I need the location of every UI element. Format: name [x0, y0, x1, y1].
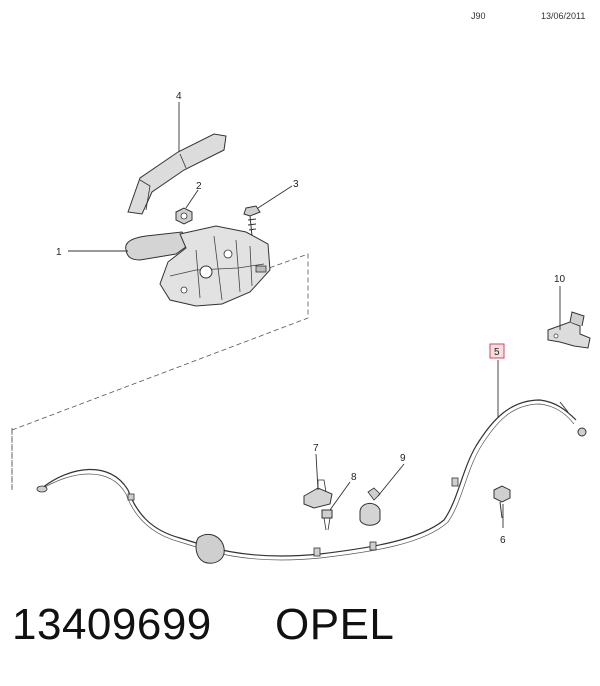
exploded-parts-diagram: 1 2 3 4 5 6 7 8 9 10 [11, 91, 591, 564]
screw-part [321, 509, 333, 531]
handbrake-lever-part [125, 225, 271, 307]
callout-5-highlight-box [489, 343, 505, 359]
callout-1: 1 [56, 247, 62, 258]
grip-cover-part [127, 133, 227, 215]
callout-labels: 1 2 3 4 5 6 7 8 9 10 [56, 91, 566, 546]
leader-lines [68, 102, 561, 528]
callout-2: 2 [196, 181, 202, 192]
cable-clamp-part [359, 487, 381, 526]
diagram-date: 13/06/2011 [541, 11, 586, 21]
callout-3: 3 [293, 179, 299, 190]
callout-5: 5 [494, 347, 500, 358]
brake-cable-part [36, 399, 587, 564]
callout-7: 7 [313, 443, 319, 454]
brand-name: OPEL [275, 600, 395, 649]
callout-4: 4 [176, 91, 182, 102]
assembly-dashed-box [11, 253, 309, 490]
callout-8: 8 [351, 472, 357, 483]
callout-9: 9 [400, 453, 406, 464]
callout-6: 6 [500, 535, 506, 546]
small-bolt-part [493, 485, 511, 519]
nut-part [175, 207, 193, 225]
bracket-part [547, 311, 591, 349]
callout-10: 10 [554, 274, 566, 285]
diagram-code: J90 [471, 11, 486, 21]
bolt-part [243, 205, 261, 237]
part-number: 13409699 [12, 600, 212, 649]
